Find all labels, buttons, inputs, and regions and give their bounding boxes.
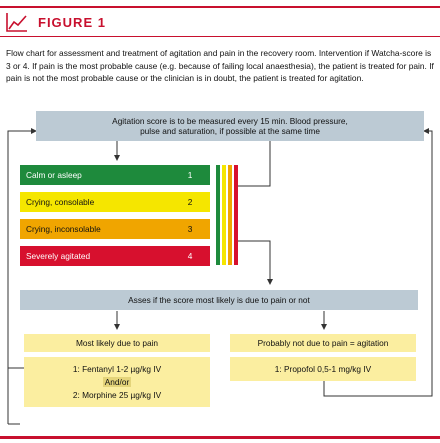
arrow-high-score-to-assess bbox=[238, 240, 273, 285]
score-value-4: 4 bbox=[187, 251, 193, 261]
color-bar-green bbox=[216, 165, 220, 265]
pain-treatment-2: 2: Morphine 25 µg/kg IV bbox=[72, 390, 162, 400]
score-row-2: Crying, consolable 2 bbox=[20, 192, 210, 212]
assess-box: Asses if the score most likely is due to… bbox=[20, 290, 418, 310]
figure-header: FIGURE 1 bbox=[6, 12, 106, 32]
measure-line-2: pulse and saturation, if possible at the… bbox=[140, 126, 320, 136]
score-label-2: Crying, consolable bbox=[26, 197, 95, 207]
score-row-1: Calm or asleep 1 bbox=[20, 165, 210, 185]
arrow-pain-loop bbox=[7, 128, 37, 424]
agitation-treatment-text: 1: Propofol 0,5-1 mg/kg IV bbox=[274, 364, 372, 374]
pain-treatment-box: 1: Fentanyl 1-2 µg/kg IV And/or 2: Morph… bbox=[24, 357, 210, 407]
agitation-header-box: Probably not due to pain = agitation bbox=[230, 334, 416, 352]
bottom-accent-bar bbox=[0, 436, 440, 439]
pain-treatment-1: 1: Fentanyl 1-2 µg/kg IV bbox=[72, 364, 162, 374]
agitation-header-text: Probably not due to pain = agitation bbox=[257, 338, 389, 348]
measure-box: Agitation score is to be measured every … bbox=[36, 111, 424, 141]
figure-label: FIGURE 1 bbox=[38, 14, 106, 30]
color-bar-yellow bbox=[222, 165, 226, 265]
score-row-3: Crying, inconsolable 3 bbox=[20, 219, 210, 239]
pain-andor: And/or bbox=[102, 377, 132, 387]
arrow-agitation-loop bbox=[323, 128, 433, 397]
chart-line-icon bbox=[6, 13, 27, 32]
color-bar-red bbox=[234, 165, 238, 265]
score-row-4: Severely agitated 4 bbox=[20, 246, 210, 266]
color-bar-orange bbox=[228, 165, 232, 265]
score-value-1: 1 bbox=[187, 170, 193, 180]
measure-line-1: Agitation score is to be measured every … bbox=[112, 116, 348, 126]
pain-header-box: Most likely due to pain bbox=[24, 334, 210, 352]
figure-caption: Flow chart for assessment and treatment … bbox=[6, 48, 434, 84]
score-value-3: 3 bbox=[187, 224, 193, 234]
score-label-1: Calm or asleep bbox=[26, 170, 82, 180]
header-divider bbox=[0, 36, 440, 37]
agitation-treatment-box: 1: Propofol 0,5-1 mg/kg IV bbox=[230, 357, 416, 381]
score-label-3: Crying, inconsolable bbox=[26, 224, 101, 234]
top-accent-bar bbox=[0, 6, 440, 8]
assess-text: Asses if the score most likely is due to… bbox=[128, 295, 310, 305]
score-label-4: Severely agitated bbox=[26, 251, 91, 261]
pain-header-text: Most likely due to pain bbox=[75, 338, 159, 348]
score-value-2: 2 bbox=[187, 197, 193, 207]
